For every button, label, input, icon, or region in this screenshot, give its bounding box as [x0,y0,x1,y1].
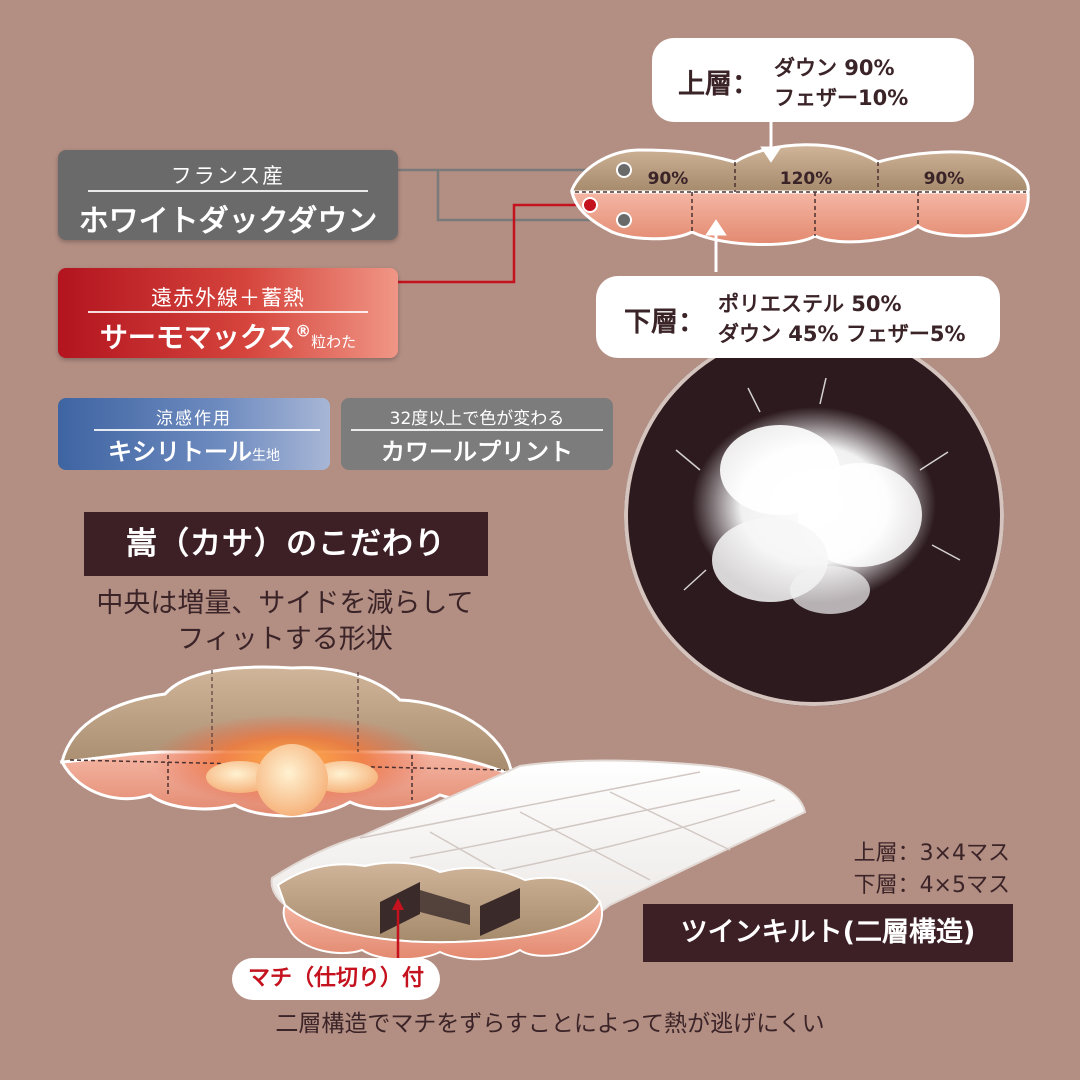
kasa-description: 中央は増量、サイドを減らして フィットする形状 [60,586,510,658]
cool-name-line: キシリトール生地 [58,432,330,467]
upper-layer-line1: ダウン 90% [774,56,895,80]
down-marker-lower [616,212,632,228]
upper-layer-line2: フェザー10% [774,86,909,110]
upper-layer-label: 上層： [678,69,759,100]
kasa-line2: フィットする形状 [177,624,393,655]
kasa-line1: 中央は増量、サイドを減らして [96,588,474,619]
upper-spec: 上層：3×4マス [853,841,1010,866]
kasa-title: 嵩（カサ）のこだわり [84,512,488,576]
white-duck-origin: フランス産 [170,164,286,188]
print-feature: 32度以上で色が変わる [389,409,565,429]
cross-section-diagram [570,143,1030,246]
quilt-spec: 上層：3×4マス 下層：4×5マス [800,838,1010,902]
lower-layer-line2: ダウン 45% フェザー5% [718,322,966,346]
divider [94,429,320,431]
lower-spec: 下層：4×5マス [853,873,1010,898]
cool-suffix: 生地 [252,448,280,464]
print-name: カワールプリント [381,438,573,466]
divider [351,429,603,431]
bottom-note: 二層構造でマチをずらすことによって熱が逃げにくい [275,1011,825,1037]
twin-quilt-title: ツインキルト(二層構造) [643,904,1013,962]
thermo-name-line: サーモマックス®粒わた [58,316,398,356]
white-duck-down-label: フランス産 ホワイトダックダウン [58,150,398,240]
thermo-name: サーモマックス [99,321,296,354]
registered-mark: ® [295,321,312,341]
thermomax-label: 遠赤外線＋蓄熱 サーモマックス®粒わた [58,268,398,358]
body-figure [206,744,378,816]
machi-label: マチ（仕切り）付 [232,958,440,1000]
lower-layer-bubble: 下層： ポリエステル 50% ダウン 45% フェザー5% [596,276,1000,358]
cool-feature: 涼感作用 [156,409,232,429]
upper-layer-bubble: 上層： ダウン 90% フェザー10% [652,38,974,122]
kasa-cross-section [59,665,515,818]
thermo-suffix: 粒わた [311,333,357,351]
divider [88,311,368,313]
machi-pointer [392,898,404,958]
bubble-arrows [705,122,782,272]
thermo-marker [582,197,598,213]
white-duck-name: ホワイトダックダウン [78,204,378,239]
divider [88,190,368,192]
down-marker-upper [616,162,632,178]
xylitol-label: 涼感作用 キシリトール生地 [58,398,330,470]
twin-quilt-diagram [270,759,807,961]
thermo-feature: 遠赤外線＋蓄熱 [151,286,305,310]
cool-name: キシリトール [108,438,252,466]
lower-layer-line1: ポリエステル 50% [718,292,902,316]
down-feather-photo [624,326,1004,706]
lower-layer-label: 下層： [624,307,705,338]
kawaru-print-label: 32度以上で色が変わる カワールプリント [341,398,613,470]
